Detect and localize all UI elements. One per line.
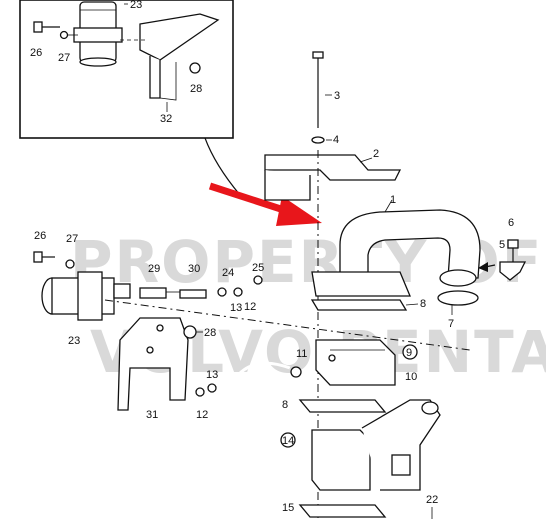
left-bolt (33, 251, 55, 263)
nut-12-upper (233, 287, 243, 297)
inset-label-26: 26 (30, 47, 42, 59)
label-29: 29 (148, 263, 160, 275)
label-13-lower: 13 (206, 369, 218, 381)
hose-fitting (290, 366, 302, 378)
highlight-arrow-icon (208, 182, 322, 226)
inset-label-28: 28 (190, 83, 202, 95)
label-9: 9 (406, 347, 412, 359)
callout-ring-9 (402, 344, 418, 360)
nut-25 (253, 275, 263, 285)
washer-13-upper (217, 287, 227, 297)
label-25: 25 (252, 262, 264, 274)
label-13-upper: 13 (230, 302, 242, 314)
label-11: 11 (296, 348, 307, 360)
label-22: 22 (426, 494, 438, 506)
label-3: 3 (334, 90, 340, 102)
gasket-lower (298, 504, 387, 518)
nut-28 (183, 325, 197, 339)
label-7: 7 (448, 318, 454, 330)
seal-ring (437, 290, 479, 306)
label-30: 30 (188, 263, 200, 275)
lower-housing (311, 399, 441, 491)
bracket-2 (264, 154, 402, 201)
label-24: 24 (222, 267, 234, 279)
label-31: 31 (146, 409, 158, 421)
label-12-upper: 12 (244, 301, 256, 313)
inset-leader (204, 137, 241, 196)
inset-bolt (33, 21, 78, 40)
nut-12-lower (195, 387, 205, 397)
label-12-lower: 12 (196, 409, 208, 421)
label-15: 15 (282, 502, 294, 514)
nut-4 (311, 136, 332, 144)
alignment-line (104, 299, 471, 351)
inset-label-23: 23 (130, 0, 142, 11)
hose-inner (223, 361, 291, 519)
inset-label-32: 32 (160, 113, 172, 125)
left-washer (65, 259, 75, 269)
left-bracket (117, 317, 189, 411)
label-10: 10 (405, 371, 417, 383)
long-bolt (312, 51, 332, 128)
label-8-upper: 8 (420, 298, 426, 310)
label-2: 2 (373, 148, 379, 160)
exhaust-elbow (311, 199, 481, 297)
label-26: 26 (34, 230, 46, 242)
hose-outer (224, 362, 291, 519)
washer-13-lower (207, 383, 217, 393)
heat-exchanger-block (315, 339, 396, 386)
label-4: 4 (333, 134, 339, 146)
label-27: 27 (66, 233, 78, 245)
left-cylinder (41, 271, 131, 321)
gasket-upper (310, 299, 408, 311)
inset-label-27: 27 (58, 52, 70, 64)
label-6: 6 (508, 217, 514, 229)
label-28: 28 (204, 327, 216, 339)
label-23: 23 (68, 335, 80, 347)
label-5: 5 (499, 239, 505, 251)
gasket-middle (298, 399, 387, 413)
inset-cylinder (73, 1, 123, 67)
callout-ring-14 (280, 432, 296, 448)
hose-clamp (139, 287, 207, 299)
label-1: 1 (390, 194, 396, 206)
inset-bracket (120, 13, 220, 101)
label-8-lower: 8 (282, 399, 288, 411)
detail-inset: 23 26 27 28 32 (19, 0, 234, 139)
label-14: 14 (282, 435, 294, 447)
clip-screw (478, 239, 527, 281)
